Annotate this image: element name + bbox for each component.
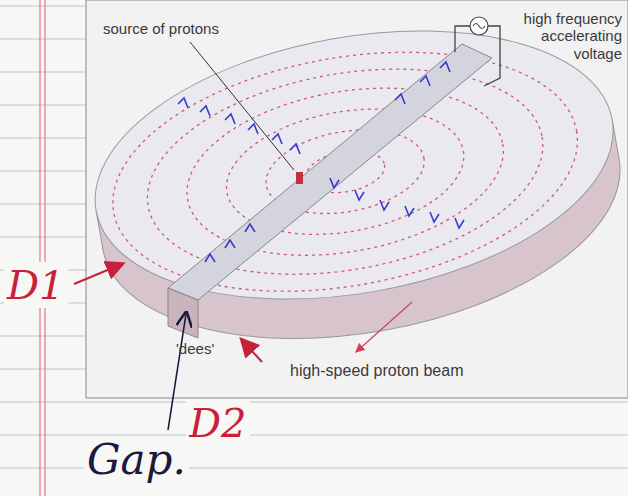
handwritten-label: D1 bbox=[4, 262, 68, 308]
part-label: high-speed proton beam bbox=[290, 362, 463, 380]
handwritten-label: Gap. bbox=[84, 436, 189, 484]
part-label: 'dees' bbox=[176, 340, 214, 357]
part-label: source of protons bbox=[103, 20, 219, 37]
part-label: high frequency accelerating voltage bbox=[508, 10, 622, 62]
handwritten-label: D2 bbox=[186, 400, 250, 446]
